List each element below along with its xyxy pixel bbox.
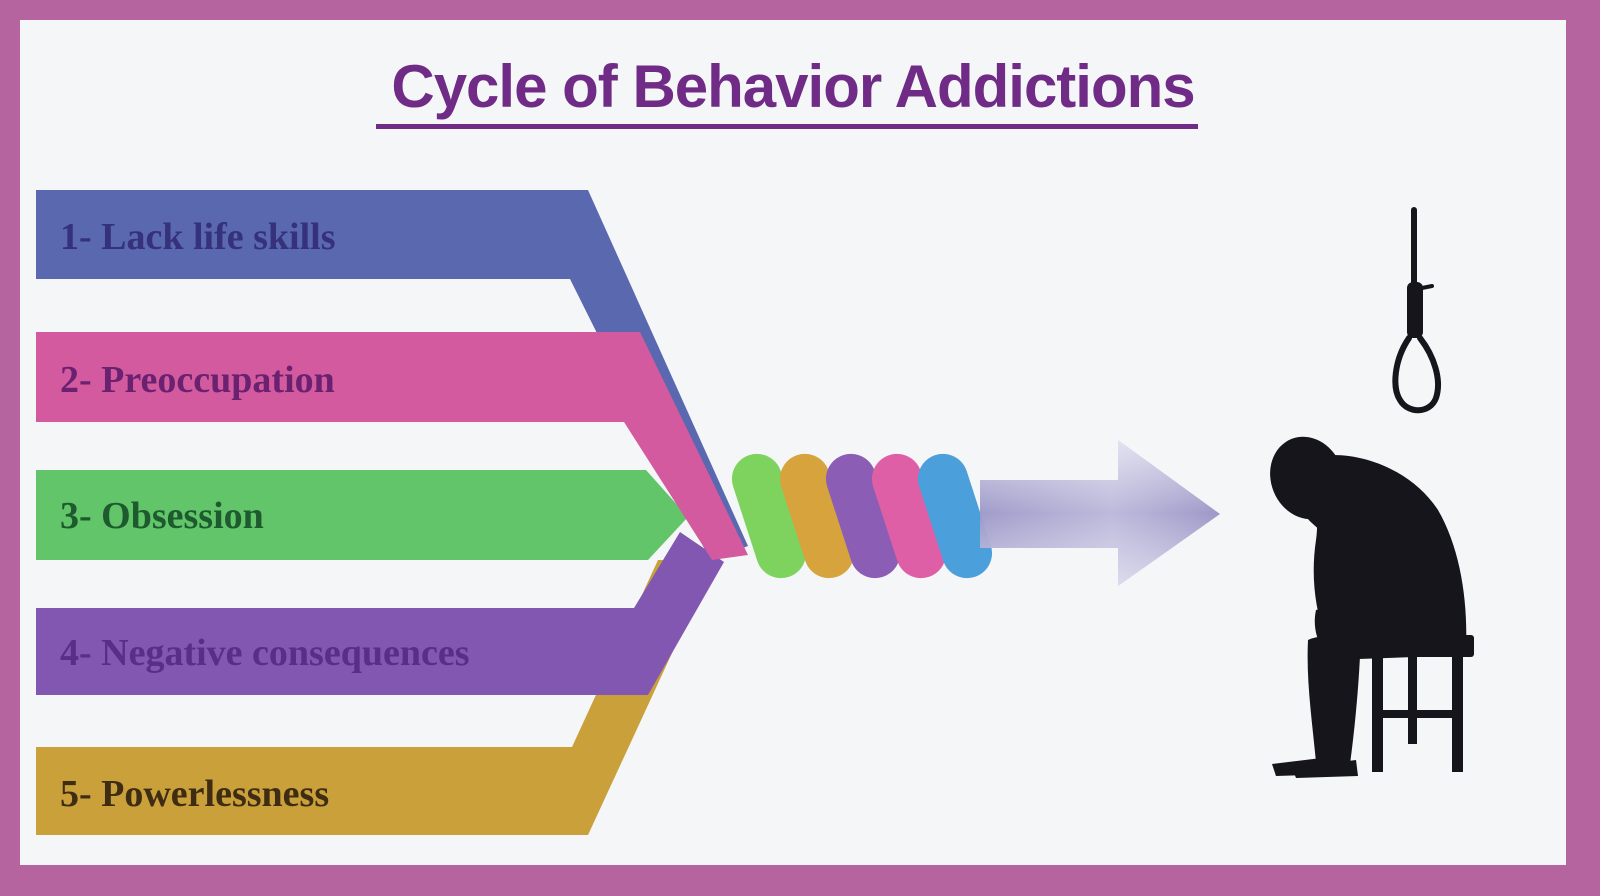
stage-label-2: 2- Preoccupation	[60, 359, 335, 401]
band-stage-1	[36, 190, 748, 560]
stage-label-4: 4- Negative consequences	[60, 632, 469, 674]
page-title: Cycle of Behavior Addictions	[391, 53, 1195, 120]
band-stage-3	[36, 470, 688, 560]
title-underline	[376, 124, 1198, 129]
coil-capsule-purple	[825, 453, 901, 579]
sad-person-silhouette-icon	[1270, 436, 1467, 778]
coil-capsule-green	[731, 453, 807, 579]
stage-labels: 1- Lack life skills 2- Preoccupation 3- …	[60, 216, 469, 815]
stage-label-1: 1- Lack life skills	[60, 216, 336, 258]
stage-label-5: 5- Powerlessness	[60, 773, 329, 815]
diagram-frame: Cycle of Behavior Addictions 1- L	[20, 20, 1566, 865]
coil-capsule-pink	[871, 453, 947, 579]
coil-capsule-gold	[779, 453, 855, 579]
stage-bands	[36, 190, 748, 835]
band-stage-4	[36, 532, 724, 695]
band-stage-2	[36, 332, 748, 560]
band-stage-5	[36, 560, 715, 835]
direction-arrow	[980, 440, 1220, 586]
coil-capsule-blue	[917, 453, 993, 579]
cycle-diagram: 1- Lack life skills 2- Preoccupation 3- …	[36, 190, 1474, 835]
noose-icon	[1392, 207, 1442, 414]
stage-label-3: 3- Obsession	[60, 495, 264, 537]
twisted-coil	[731, 453, 993, 579]
arrow-highlight	[980, 440, 1220, 586]
